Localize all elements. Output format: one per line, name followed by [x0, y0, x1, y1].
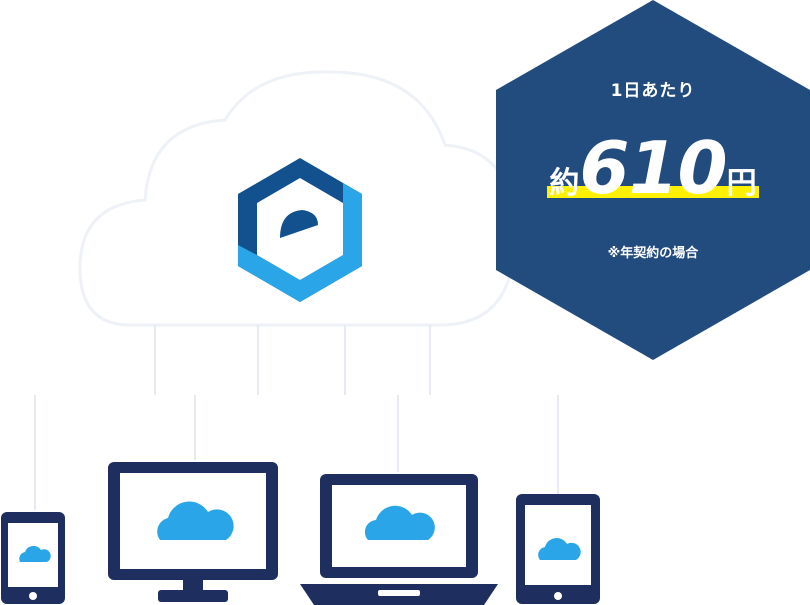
badge-note: ※年契約の場合 — [607, 246, 699, 261]
cloud-icon — [364, 505, 435, 540]
monitor-icon — [108, 462, 278, 602]
price-prefix: 約 — [549, 166, 580, 201]
price-highlight — [547, 186, 759, 198]
connector-lines — [34, 325, 559, 510]
price-display: 約610円 — [496, 132, 810, 222]
cloud-icon — [157, 501, 234, 540]
price-amount: 610 — [579, 126, 727, 210]
cloud-icon — [19, 545, 51, 562]
badge-caption: 1日あたり — [610, 81, 696, 101]
price-badge — [496, 0, 810, 360]
price-unit: 円 — [726, 166, 757, 201]
tablet-icon — [516, 494, 600, 604]
cloud-icon — [538, 538, 581, 560]
phone-icon — [1, 512, 65, 604]
laptop-icon — [300, 474, 498, 605]
app-logo-icon — [238, 158, 362, 302]
